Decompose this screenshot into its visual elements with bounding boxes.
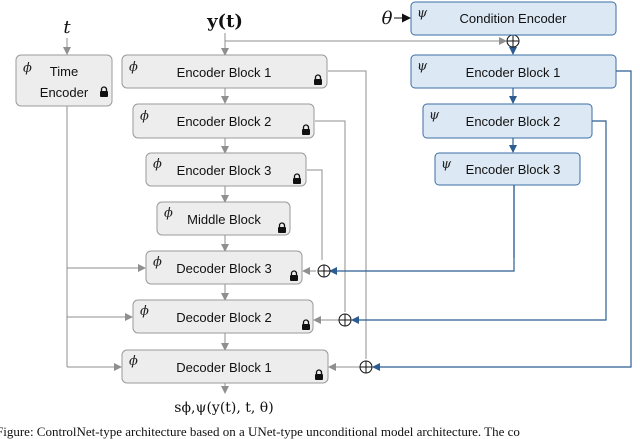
svg-text:Decoder Block 1: Decoder Block 1	[176, 360, 271, 375]
svg-text:ψ: ψ	[429, 108, 440, 123]
svg-text:Encoder Block 2: Encoder Block 2	[466, 114, 561, 129]
input-theta-label: θ	[382, 8, 393, 29]
lock-icon	[100, 74, 323, 380]
svg-text:ψ: ψ	[417, 6, 428, 21]
middle-block: ϕ Middle Block	[156, 201, 291, 236]
control-encoder-block-2: ψ Encoder Block 2	[422, 103, 593, 139]
svg-text:ϕ: ϕ	[164, 206, 173, 221]
svg-text:ϕ: ϕ	[129, 60, 138, 75]
svg-text:Encoder Block 2: Encoder Block 2	[177, 114, 272, 129]
svg-text:Condition Encoder: Condition Encoder	[460, 11, 568, 26]
svg-text:ϕ: ϕ	[129, 354, 138, 369]
svg-text:Encoder: Encoder	[40, 85, 89, 100]
control-encoder-block-3: ψ Encoder Block 3	[434, 152, 581, 186]
svg-text:Encoder Block 3: Encoder Block 3	[177, 163, 272, 178]
encoder-block-2: ϕ Encoder Block 2	[132, 103, 315, 139]
time-encoder-block: ϕ Time Encoder	[15, 54, 113, 107]
svg-text:Encoder Block 3: Encoder Block 3	[466, 162, 561, 177]
svg-text:Decoder Block 2: Decoder Block 2	[176, 310, 271, 325]
figure-caption: Figure: ControlNet-type architecture bas…	[0, 424, 520, 439]
control-encoder-block-1: ψ Encoder Block 1	[410, 54, 617, 89]
decoder-block-3: ϕ Decoder Block 3	[145, 250, 303, 285]
svg-text:ϕ: ϕ	[23, 61, 32, 76]
svg-text:ϕ: ϕ	[153, 255, 162, 270]
svg-text:ϕ: ϕ	[140, 109, 149, 124]
decoder-block-1: ϕ Decoder Block 1	[121, 349, 329, 384]
svg-text:Decoder Block 3: Decoder Block 3	[176, 261, 271, 276]
output-score-label: sϕ,ψ(y(t), t, θ)	[174, 400, 273, 416]
svg-text:ϕ: ϕ	[153, 157, 162, 172]
svg-text:Encoder Block 1: Encoder Block 1	[177, 65, 272, 80]
svg-text:Encoder Block 1: Encoder Block 1	[466, 65, 561, 80]
condition-encoder-block: ψ Condition Encoder	[410, 1, 617, 36]
svg-text:ϕ: ϕ	[140, 304, 149, 319]
svg-text:ψ: ψ	[441, 157, 452, 172]
input-y-label: y(t)	[206, 11, 243, 32]
sum-icon	[317, 34, 520, 374]
encoder-block-3: ϕ Encoder Block 3	[145, 152, 307, 187]
base-connections	[63, 33, 507, 394]
svg-text:ψ: ψ	[417, 59, 428, 74]
encoder-block-1: ϕ Encoder Block 1	[121, 54, 328, 89]
svg-text:Middle Block: Middle Block	[187, 212, 261, 227]
decoder-block-2: ϕ Decoder Block 2	[132, 299, 314, 334]
svg-text:Time: Time	[50, 64, 78, 79]
input-t-label: t	[63, 17, 71, 38]
